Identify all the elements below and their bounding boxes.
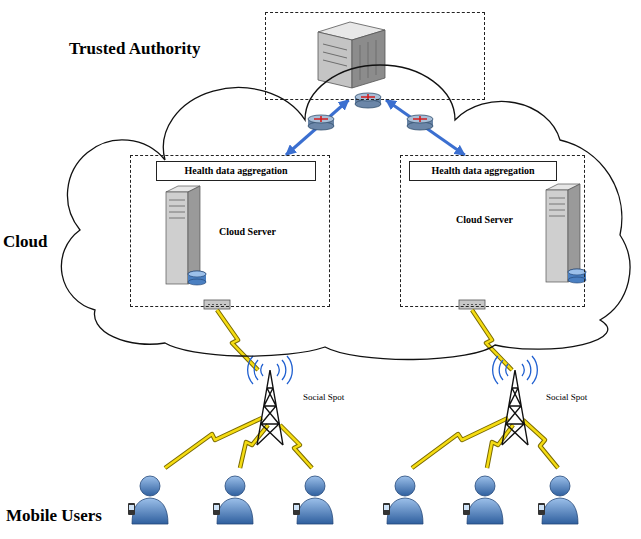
wireless-link xyxy=(165,310,558,468)
cloud-outline xyxy=(55,95,640,360)
user-icon xyxy=(293,476,333,524)
tower-icon xyxy=(248,356,293,445)
cloud-server-icon xyxy=(546,184,586,283)
cloud-server-icon xyxy=(166,186,206,285)
server-group-box: Cloud Server Health data aggregation xyxy=(130,155,330,307)
function-box: Health data aggregation xyxy=(409,161,557,181)
function-box: Health data aggregation xyxy=(156,161,316,181)
router-icon xyxy=(355,93,381,108)
group-heading: Mobile Users xyxy=(6,506,102,526)
router-icon xyxy=(308,115,334,130)
cloud-heading: Cloud xyxy=(3,232,47,252)
authority-server-icon xyxy=(318,22,385,88)
switch-icon xyxy=(204,300,230,309)
router-icon xyxy=(407,115,433,130)
cloud-region: CloudCloud ServerHealth data aggregation… xyxy=(55,95,640,360)
server-group-box: Cloud Server Health data aggregation xyxy=(400,155,585,307)
switch-icon xyxy=(459,300,485,309)
tower-icon xyxy=(493,356,538,445)
server-label: Cloud Server xyxy=(219,226,276,238)
cloud-outline xyxy=(61,65,630,360)
function-label: Health data aggregation xyxy=(184,165,287,177)
user-icon xyxy=(463,476,503,524)
spot-label: Social Spot xyxy=(546,392,587,402)
authority-heading: Trusted Authority xyxy=(69,39,200,59)
user-icon xyxy=(213,476,253,524)
server-label: Cloud Server xyxy=(456,214,513,226)
function-label: Health data aggregation xyxy=(431,165,534,177)
user-icon xyxy=(128,476,168,524)
authority-box: Trusted Authority xyxy=(265,12,485,100)
user-icon xyxy=(538,476,578,524)
user-icon xyxy=(383,476,423,524)
spot-label: Social Spot xyxy=(303,392,344,402)
